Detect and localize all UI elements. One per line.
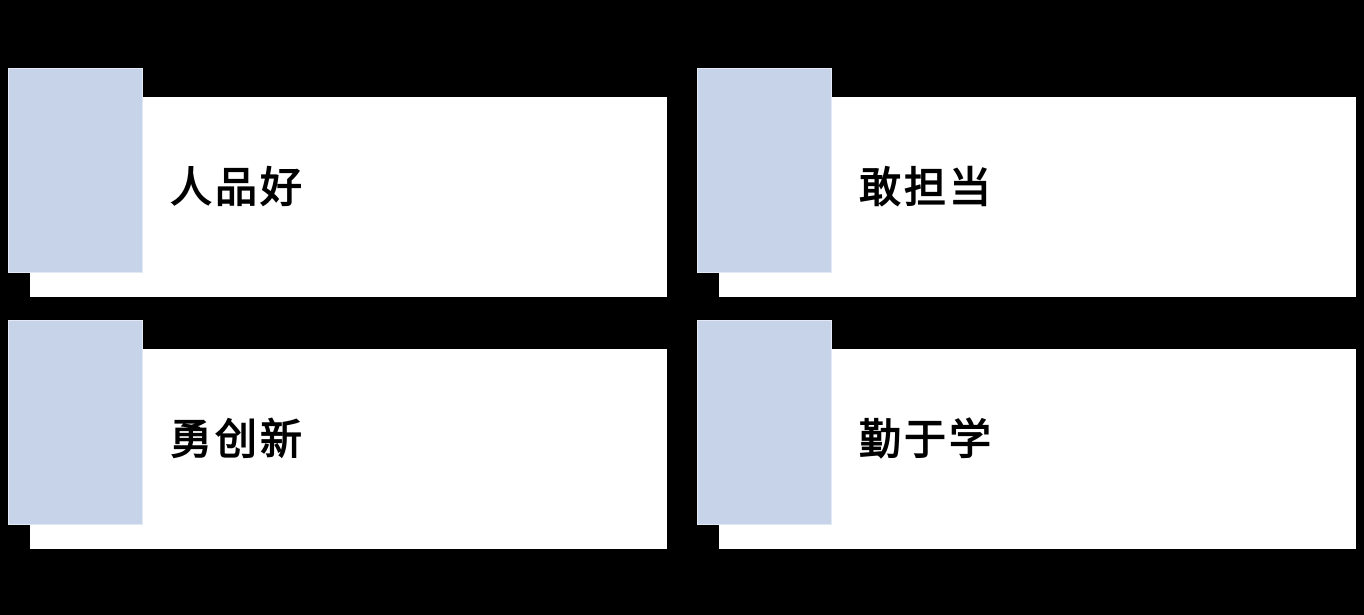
card-top-left: 人品好 (8, 68, 667, 297)
card-bottom-right: 勤于学 (697, 320, 1356, 549)
card-label: 勇创新 (170, 418, 306, 464)
card-label: 人品好 (170, 166, 306, 212)
accent-rectangle (697, 320, 832, 525)
card-label: 勤于学 (859, 418, 995, 464)
accent-rectangle (8, 68, 143, 273)
card-label: 敢担当 (859, 166, 995, 212)
accent-rectangle (8, 320, 143, 525)
card-bottom-left: 勇创新 (8, 320, 667, 549)
card-top-right: 敢担当 (697, 68, 1356, 297)
accent-rectangle (697, 68, 832, 273)
